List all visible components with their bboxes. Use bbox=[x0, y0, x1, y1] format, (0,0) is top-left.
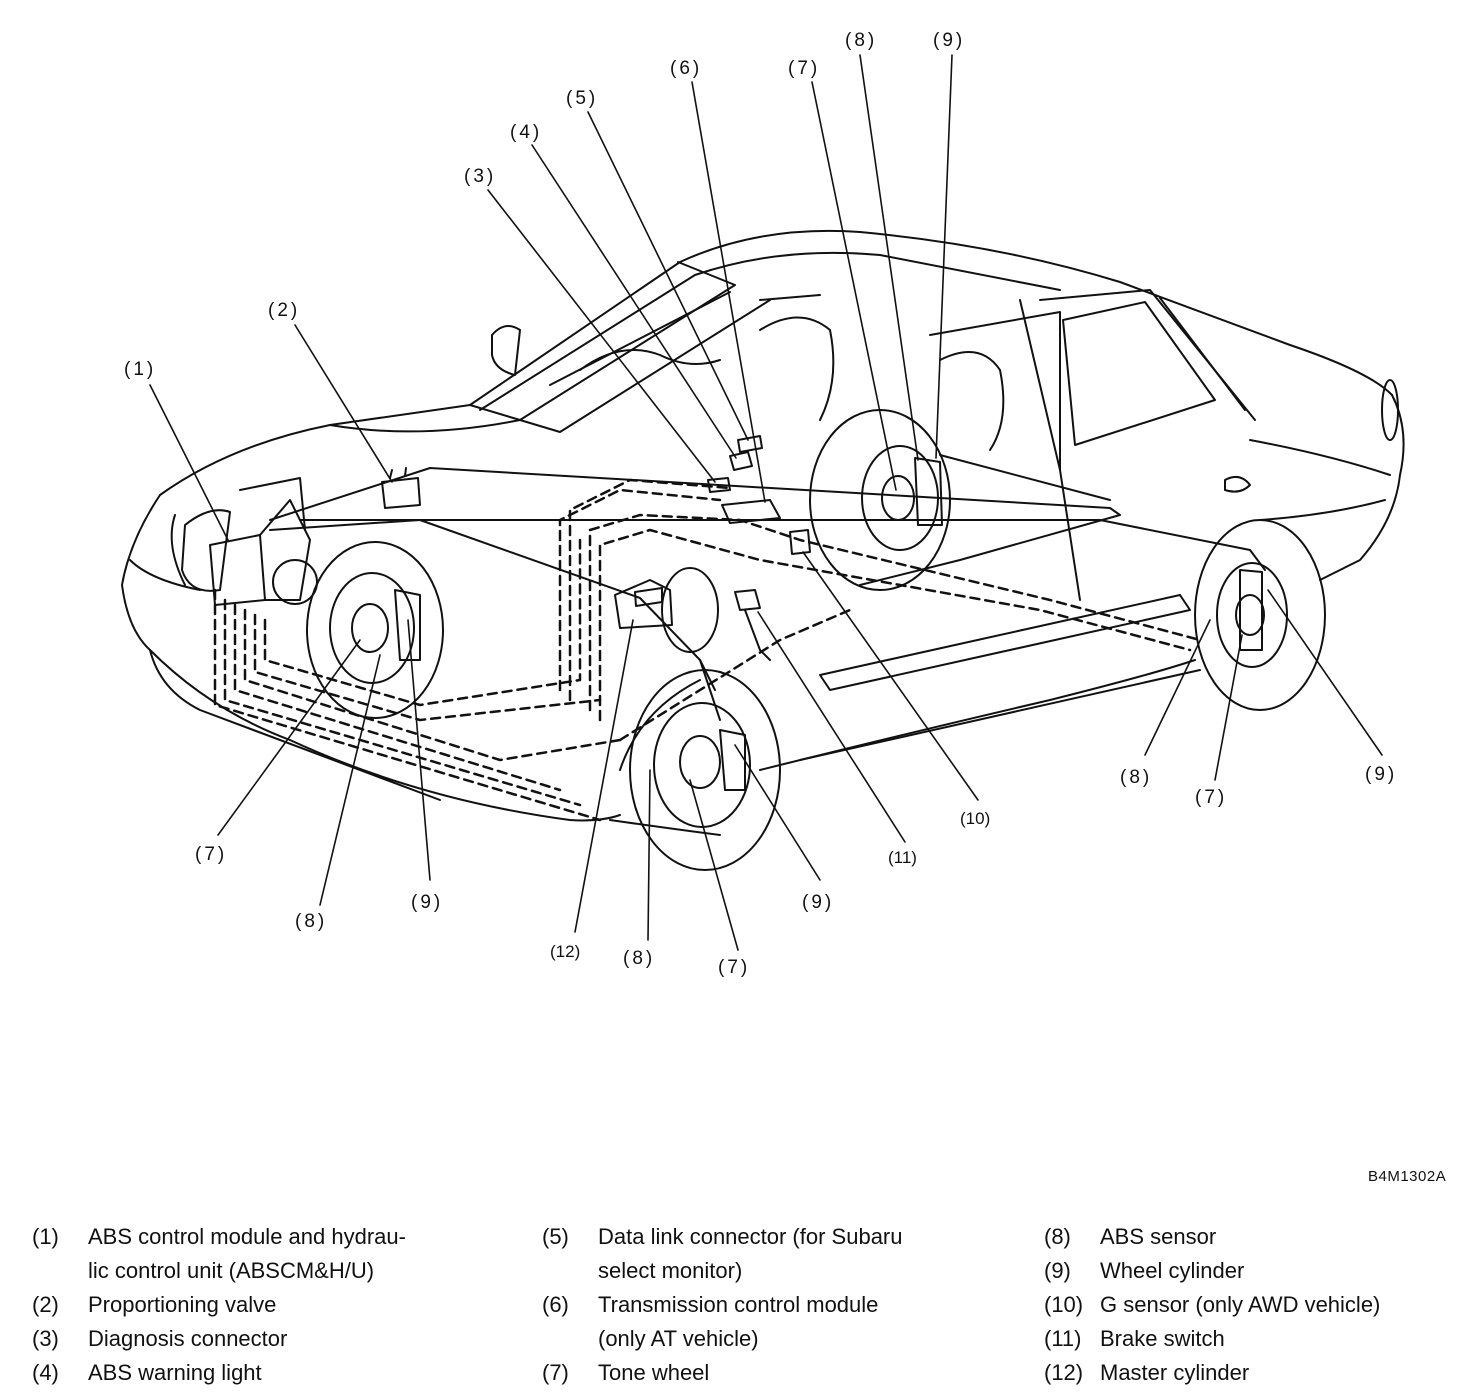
legend-text: Transmission control module bbox=[598, 1292, 879, 1317]
legend-item: (3) Diagnosis connector bbox=[32, 1322, 472, 1356]
callout-8-rear-right: (8) bbox=[1120, 767, 1152, 788]
legend-number: (6) bbox=[542, 1292, 569, 1317]
brake-lines bbox=[269, 454, 1266, 721]
legend-item: select monitor) bbox=[542, 1254, 962, 1288]
legend-number: (1) bbox=[32, 1224, 59, 1249]
data-link-connector bbox=[737, 435, 763, 453]
callout-4: (4) bbox=[510, 122, 542, 143]
callout-7-front-left: (7) bbox=[195, 844, 227, 865]
callout-8-top: (8) bbox=[845, 30, 877, 51]
legend-column-1: (1) ABS control module and hydrau-lic con… bbox=[32, 1220, 472, 1390]
callout-12: (12) bbox=[550, 942, 580, 961]
callout-7-rear-right: (7) bbox=[1195, 787, 1227, 808]
legend-number: (9) bbox=[1044, 1258, 1071, 1283]
legend-item: lic control unit (ABSCM&H/U) bbox=[32, 1254, 472, 1288]
callout-9-top: (9) bbox=[933, 30, 965, 51]
legend-item: (7) Tone wheel bbox=[542, 1356, 962, 1390]
legend-item: (12) Master cylinder bbox=[1044, 1356, 1464, 1390]
legend-text: Proportioning valve bbox=[88, 1292, 277, 1317]
callout-7-top: (7) bbox=[788, 58, 820, 79]
legend-item: (10) G sensor (only AWD vehicle) bbox=[1044, 1288, 1464, 1322]
legend-number: (4) bbox=[32, 1360, 59, 1385]
legend-item: (2) Proportioning valve bbox=[32, 1288, 472, 1322]
callout-8-front-left: (8) bbox=[295, 911, 327, 932]
legend-number: (11) bbox=[1044, 1326, 1082, 1351]
transmission-control-module bbox=[721, 499, 781, 524]
legend-number bbox=[32, 1254, 88, 1288]
master-cylinder bbox=[614, 567, 719, 653]
callout-5: (5) bbox=[566, 88, 598, 109]
callout-labels: (1) (2) (3) (4) (5) (6) (7) (8) (9) (7) … bbox=[124, 30, 1397, 978]
legend-text: Brake switch bbox=[1100, 1326, 1225, 1351]
legend-number: (12) bbox=[1044, 1360, 1084, 1385]
leader-lines bbox=[149, 54, 1383, 951]
callout-11: (11) bbox=[888, 848, 917, 867]
legend-number: (10) bbox=[1044, 1292, 1084, 1317]
legend-text: Tone wheel bbox=[598, 1360, 710, 1385]
abs-control-module bbox=[209, 477, 318, 606]
wheel-rear-left bbox=[619, 669, 781, 871]
legend-text: lic control unit (ABSCM&H/U) bbox=[88, 1258, 375, 1283]
legend-number: (5) bbox=[542, 1224, 569, 1249]
legend-text: ABS sensor bbox=[1100, 1224, 1217, 1249]
legend-number: (2) bbox=[32, 1292, 59, 1317]
legend-item: (only AT vehicle) bbox=[542, 1322, 962, 1356]
callout-9-front-left: (9) bbox=[411, 892, 443, 913]
proportioning-valve bbox=[381, 467, 421, 509]
legend-text: select monitor) bbox=[598, 1258, 743, 1283]
callout-9-rear-left: (9) bbox=[802, 892, 834, 913]
wheel-front-left bbox=[306, 541, 444, 719]
legend-number bbox=[542, 1322, 598, 1356]
abs-warning-light bbox=[729, 451, 753, 471]
callout-3: (3) bbox=[464, 166, 496, 187]
legend-text: ABS control module and hydrau- bbox=[88, 1224, 406, 1249]
callout-9-rear-right: (9) bbox=[1365, 764, 1397, 785]
g-sensor bbox=[789, 529, 811, 555]
legend-text: Wheel cylinder bbox=[1100, 1258, 1245, 1283]
legend-item: (5) Data link connector (for Subaru bbox=[542, 1220, 962, 1254]
legend-item: (1) ABS control module and hydrau- bbox=[32, 1220, 472, 1254]
callout-6: (6) bbox=[670, 58, 702, 79]
legend-text: G sensor (only AWD vehicle) bbox=[1100, 1292, 1381, 1317]
legend-text: Data link connector (for Subaru bbox=[598, 1224, 903, 1249]
legend-item: (6) Transmission control module bbox=[542, 1288, 962, 1322]
callout-2: (2) bbox=[268, 300, 300, 321]
legend-item: (9) Wheel cylinder bbox=[1044, 1254, 1464, 1288]
abs-system-diagram: (1) (2) (3) (4) (5) (6) (7) (8) (9) (7) … bbox=[121, 30, 1405, 978]
brake-switch bbox=[734, 589, 771, 661]
callout-1: (1) bbox=[124, 359, 156, 380]
legend-item: (11) Brake switch bbox=[1044, 1322, 1464, 1356]
callout-7-rear-left: (7) bbox=[718, 957, 750, 978]
legend-column-3: (8) ABS sensor (9) Wheel cylinder (10) G sens… bbox=[1044, 1220, 1464, 1390]
legend-number: (8) bbox=[1044, 1224, 1071, 1249]
legend-item: (4) ABS warning light bbox=[32, 1356, 472, 1390]
legend-text: ABS warning light bbox=[88, 1360, 262, 1385]
legend-text: (only AT vehicle) bbox=[598, 1326, 759, 1351]
wheel-front-right bbox=[809, 409, 951, 591]
legend-number bbox=[542, 1254, 598, 1288]
legend-text: Diagnosis connector bbox=[88, 1326, 288, 1351]
sensor-wiring bbox=[213, 478, 1202, 822]
figure-reference: B4M1302A bbox=[1368, 1168, 1447, 1185]
wheel-rear-right bbox=[1194, 519, 1326, 711]
callout-10: (10) bbox=[960, 809, 990, 828]
legend-item: (8) ABS sensor bbox=[1044, 1220, 1464, 1254]
callout-8-rear-left: (8) bbox=[623, 948, 655, 969]
legend-number: (3) bbox=[32, 1326, 59, 1351]
legend-number: (7) bbox=[542, 1360, 569, 1385]
car-body-outline bbox=[121, 229, 1405, 836]
legend-column-2: (5) Data link connector (for Subaru select… bbox=[542, 1220, 962, 1390]
legend-text: Master cylinder bbox=[1100, 1360, 1250, 1385]
diagnosis-connector bbox=[707, 477, 731, 493]
